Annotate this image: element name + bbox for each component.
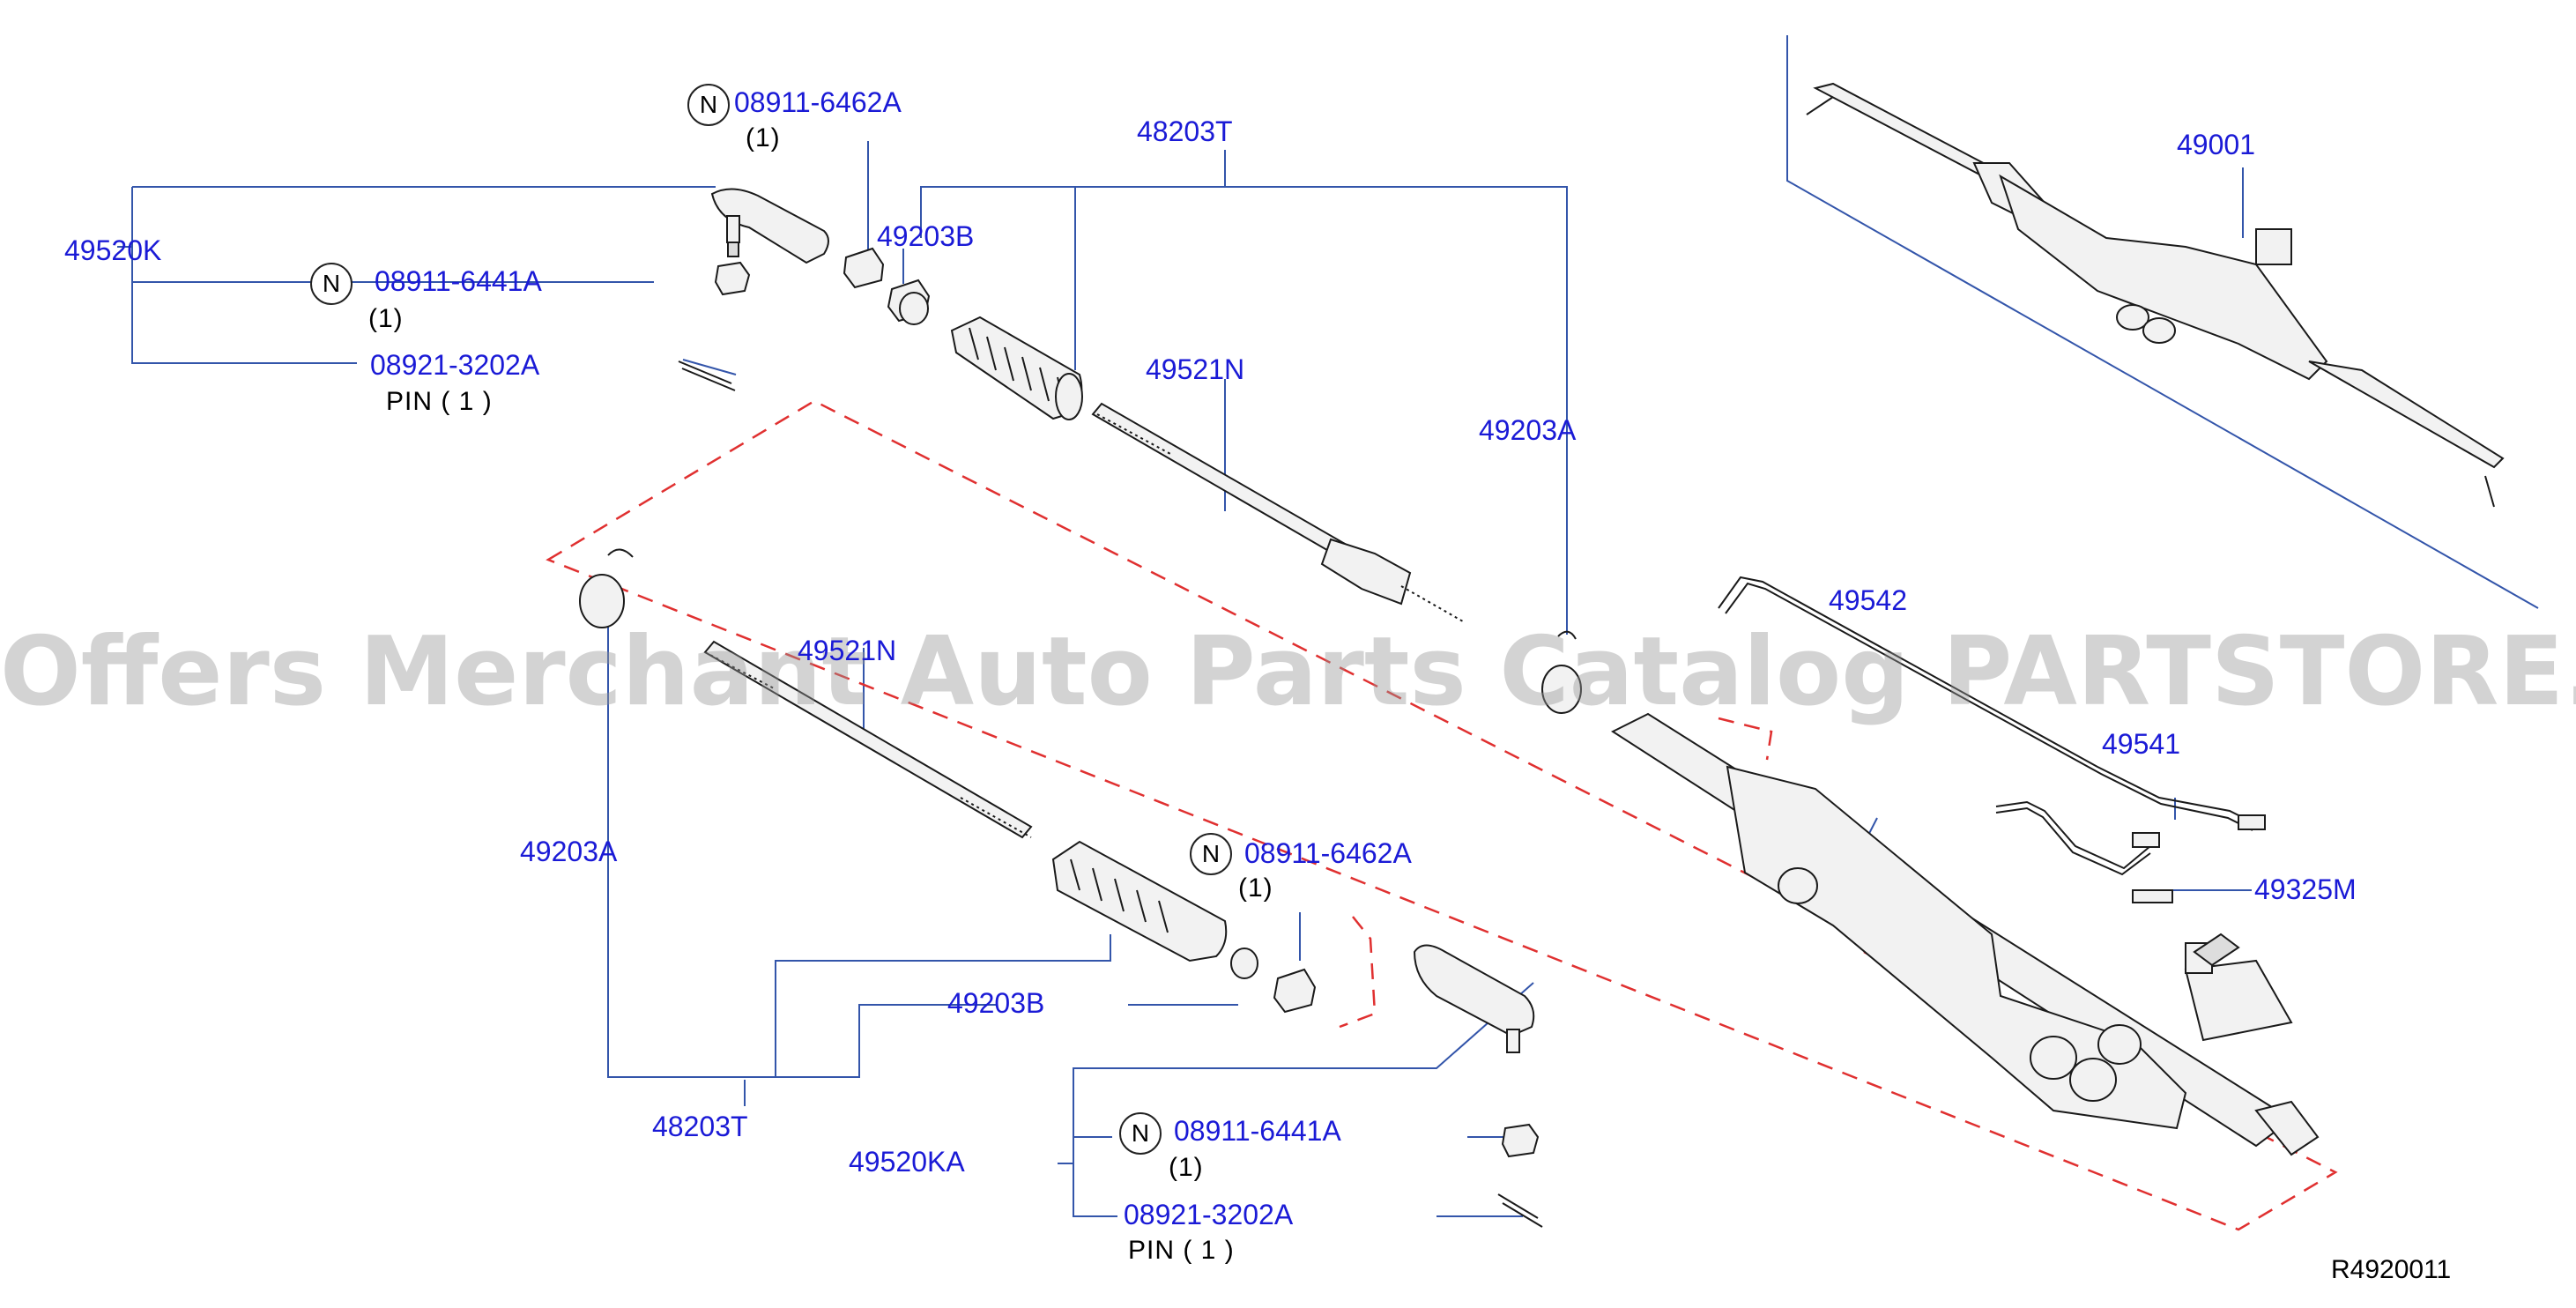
leader-48203T-upper <box>920 186 1568 635</box>
tie-rod-end-lower <box>1413 944 1535 1053</box>
part-49203A-upper[interactable]: 49203A <box>1479 414 1577 446</box>
leader-49203A-lower <box>607 617 996 1078</box>
inner-rod-lower <box>703 640 1033 839</box>
note-marker-n: N <box>687 84 730 126</box>
upper-parts <box>710 188 1582 714</box>
qty-08911-6441A-upper: (1) <box>368 304 404 333</box>
clamp-lower <box>1230 948 1258 979</box>
part-08911-6462A-upper[interactable]: 08911-6462A <box>734 86 902 118</box>
inset-assembly <box>1806 82 2505 508</box>
lower-parts <box>579 360 1543 1228</box>
part-08911-6441A-upper[interactable]: 08911-6441A <box>375 265 542 297</box>
clamp-upper <box>899 292 929 325</box>
clamp-ring-upper <box>1541 630 1582 714</box>
leader-49520K <box>131 187 357 364</box>
diagram-reference: R4920011 <box>2331 1255 2452 1284</box>
part-48203T-upper[interactable]: 48203T <box>1137 115 1233 147</box>
part-49203A-lower[interactable]: 49203A <box>520 836 618 867</box>
lock-nut-lower <box>1273 968 1317 1014</box>
boot-upper <box>950 316 1083 420</box>
assembly-boundary <box>546 399 2338 1231</box>
part-08911-6462A-lower[interactable]: 08911-6462A <box>1244 837 1412 869</box>
part-49520K[interactable]: 49520K <box>64 234 162 266</box>
part-08921-3202A-lower[interactable]: 08921-3202A <box>1124 1199 1294 1230</box>
part-48203T-lower[interactable]: 48203T <box>652 1111 748 1142</box>
inset-frame <box>1786 35 2539 609</box>
part-49520KA[interactable]: 49520KA <box>849 1146 965 1178</box>
part-49521N-upper[interactable]: 49521N <box>1146 353 1245 385</box>
part-49325M[interactable]: 49325M <box>2254 873 2357 905</box>
part-49542[interactable]: 49542 <box>1829 584 1907 616</box>
tie-rod-end-upper <box>710 188 829 264</box>
part-49521N-lower[interactable]: 49521N <box>798 635 897 666</box>
part-08921-3202A-upper[interactable]: 08921-3202A <box>370 349 540 381</box>
part-49203B-lower[interactable]: 49203B <box>947 987 1045 1019</box>
cotter-pin-lower <box>1497 1193 1543 1228</box>
castle-nut-upper <box>843 247 885 289</box>
pin-note-upper: PIN ( 1 ) <box>386 387 493 416</box>
pin-note-lower: PIN ( 1 ) <box>1128 1236 1235 1265</box>
qty-08911-6462A-upper: (1) <box>746 123 781 152</box>
qty-08911-6462A-lower: (1) <box>1238 873 1273 903</box>
cotter-pin-upper <box>678 360 736 391</box>
hex-nut-lower <box>1501 1123 1540 1158</box>
qty-08911-6441A-lower: (1) <box>1169 1153 1204 1182</box>
part-08911-6441A-lower[interactable]: 08911-6441A <box>1174 1115 1341 1147</box>
leader-49520KA <box>1073 982 1534 1217</box>
pipes <box>1718 576 2266 903</box>
part-49541[interactable]: 49541 <box>2102 728 2180 760</box>
note-marker-n: N <box>1119 1112 1162 1155</box>
note-marker-n: N <box>1190 833 1232 875</box>
boot-lower <box>1051 840 1228 962</box>
clamp-ring-lower <box>579 548 634 628</box>
part-49001[interactable]: 49001 <box>2177 129 2255 160</box>
rack-housing <box>1610 712 2320 1156</box>
hex-nut-upper <box>714 261 751 296</box>
note-marker-n: N <box>310 263 353 305</box>
inner-rod-upper <box>1091 402 1464 622</box>
part-49203B-upper[interactable]: 49203B <box>877 220 975 252</box>
